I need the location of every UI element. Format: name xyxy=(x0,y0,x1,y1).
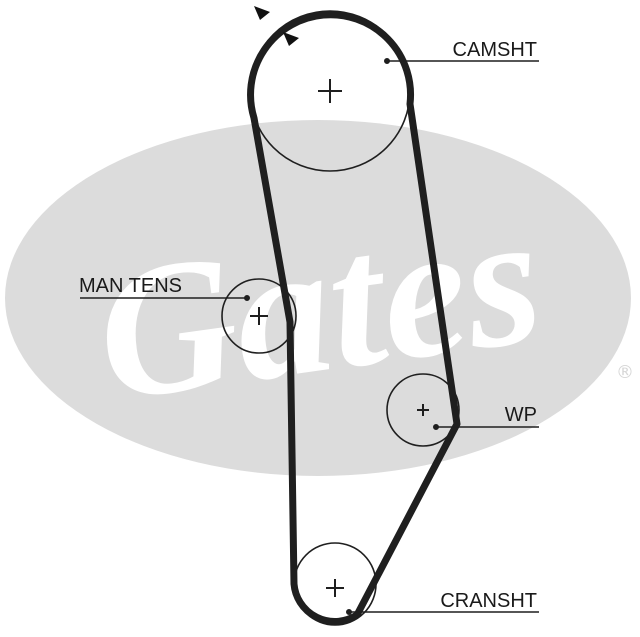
camshaft-leader xyxy=(383,57,539,64)
manual-tensioner-label: MAN TENS xyxy=(79,275,182,297)
crankshaft-center-plus-icon xyxy=(326,579,344,597)
watermark-registered-mark: ® xyxy=(616,362,634,383)
pulley-center-marks xyxy=(250,79,429,597)
water-pump-center-plus-icon xyxy=(417,404,429,416)
camshaft-center-plus-icon xyxy=(318,79,342,103)
timing-belt xyxy=(247,11,461,625)
gates-watermark: Gates ® xyxy=(5,120,634,476)
double-arrow-head-icon xyxy=(254,6,299,46)
tensioner-leader xyxy=(80,294,251,301)
water-pump-label: WP xyxy=(505,404,537,426)
rotation-arrow-head-2 xyxy=(283,32,299,46)
tensioner-center-plus-icon xyxy=(250,307,268,325)
crankshaft-label: CRANSHT xyxy=(440,590,537,612)
water-pump-pulley xyxy=(386,373,460,447)
watermark-oval xyxy=(5,120,631,476)
camshaft-label: CAMSHT xyxy=(453,39,537,61)
manual-tensioner-pulley xyxy=(221,278,297,354)
rotation-arrow-head-1 xyxy=(254,6,270,20)
water-pump-leader xyxy=(432,423,539,430)
leader-lines xyxy=(80,57,539,615)
crankshaft-leader xyxy=(345,608,539,615)
